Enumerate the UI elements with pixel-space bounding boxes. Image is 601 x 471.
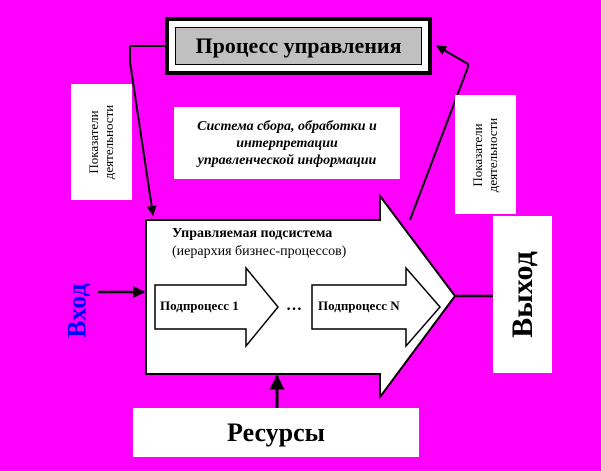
info-system-line-2: интерпретации xyxy=(236,135,338,151)
subsystem-subtitle: (иерархия бизнес-процессов) xyxy=(172,244,347,259)
indicators-right-box: Показатели деятельности xyxy=(455,95,516,214)
output-label: Выход xyxy=(506,251,540,338)
info-system-line-1: Система сбора, обработки и xyxy=(197,118,377,134)
subprocess-1-arrow xyxy=(154,265,279,349)
process-management-box: Процесс управления xyxy=(165,17,432,75)
indicators-right-line-1: Показатели xyxy=(470,122,486,187)
subprocess-ellipsis: … xyxy=(286,297,302,314)
resources-label: Ресурсы xyxy=(227,417,325,447)
output-box: Выход xyxy=(493,216,552,373)
info-system-line-3: управленческой информации xyxy=(197,152,377,168)
indicators-left-line-2: деятельности xyxy=(101,104,117,180)
control-arrow xyxy=(129,45,165,216)
resources-box: Ресурсы xyxy=(133,408,419,457)
managed-subsystem-arrow xyxy=(145,193,457,401)
indicators-left-box: Показатели деятельности xyxy=(71,84,132,200)
input-label: Вход xyxy=(62,282,92,338)
indicators-right-line-2: деятельности xyxy=(485,117,501,192)
info-system-box: Система сбора, обработки и интерпретации… xyxy=(174,107,400,179)
subprocess-1-label: Подпроцесс 1 xyxy=(160,298,239,313)
subprocess-n-arrow xyxy=(311,265,441,349)
feedback-arrow xyxy=(409,45,469,221)
process-management-label: Процесс управления xyxy=(175,27,422,65)
indicators-left-line-1: Показатели xyxy=(86,110,102,174)
input-label-wrap: Вход xyxy=(52,262,102,358)
subprocess-n-label: Подпроцесс N xyxy=(318,298,400,313)
subsystem-title: Управляемая подсистема xyxy=(172,226,333,241)
